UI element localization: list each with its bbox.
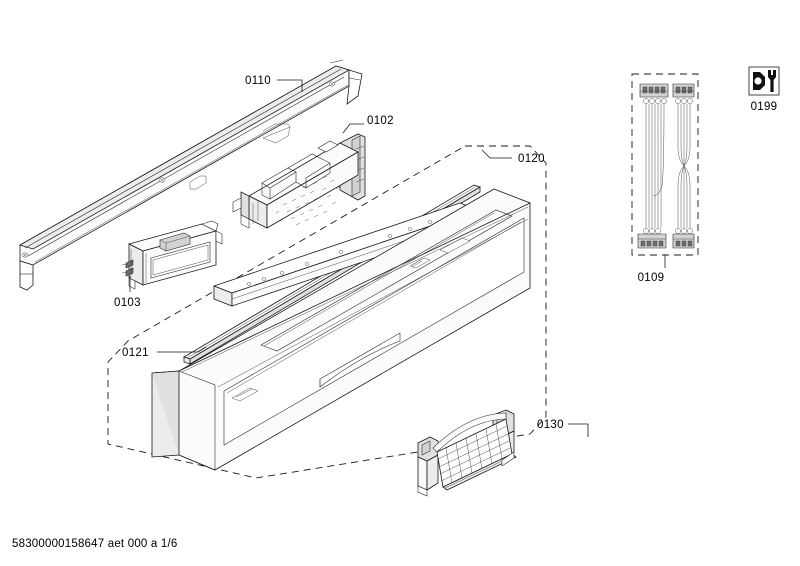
leader-0120 <box>481 149 512 159</box>
leader-0130 <box>568 423 589 437</box>
label-0121: 0121 <box>122 347 149 359</box>
part-0103-display-module <box>121 220 223 290</box>
part-0130-vent-grille <box>417 409 517 497</box>
group-boundary-0109 <box>631 73 699 256</box>
group-boundary-0120 <box>107 145 547 479</box>
harness-b <box>672 83 695 249</box>
leader-0121 <box>157 346 207 353</box>
label-0120: 0120 <box>518 153 545 165</box>
part-0102-control-module <box>232 133 366 229</box>
harness-a <box>637 83 669 249</box>
label-0199: 0199 <box>751 101 778 113</box>
part-0109-wiring-harness <box>631 73 699 268</box>
leader-0110 <box>277 79 303 92</box>
panel-box-assembly <box>151 188 531 471</box>
label-0110: 0110 <box>245 75 271 87</box>
label-0102: 0102 <box>367 115 394 127</box>
footer-document-code: 58300000158647 aet 000 a 1/6 <box>12 538 178 550</box>
wrench-icon <box>768 70 776 92</box>
leader-0102 <box>342 123 364 134</box>
label-0109: 0109 <box>638 272 665 284</box>
service-tool-symbol <box>748 66 780 96</box>
label-0103: 0103 <box>114 297 141 309</box>
part-0110-upper-rail <box>18 59 363 291</box>
label-0130: 0130 <box>537 419 564 431</box>
